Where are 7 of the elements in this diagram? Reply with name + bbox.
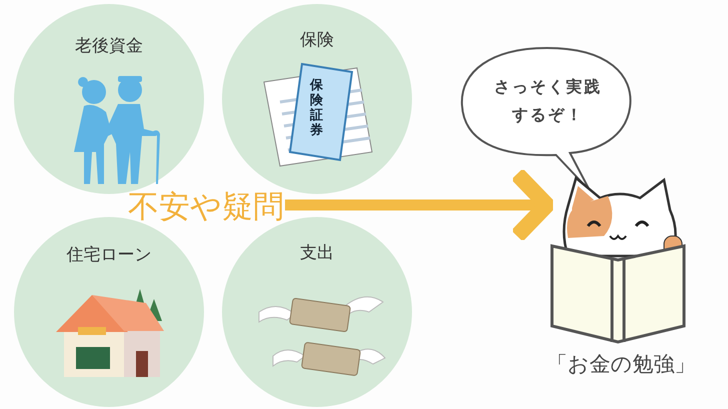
- heading-text: 不安や疑問: [128, 186, 284, 228]
- topic-label: 老後資金: [75, 35, 143, 57]
- topic-label: 住宅ローン: [66, 244, 152, 266]
- document-title: 保険証券: [310, 78, 324, 138]
- caption-text: 「お金の勉強」: [546, 351, 696, 378]
- topic-label: 保険: [300, 29, 334, 51]
- topic-label: 支出: [300, 242, 334, 264]
